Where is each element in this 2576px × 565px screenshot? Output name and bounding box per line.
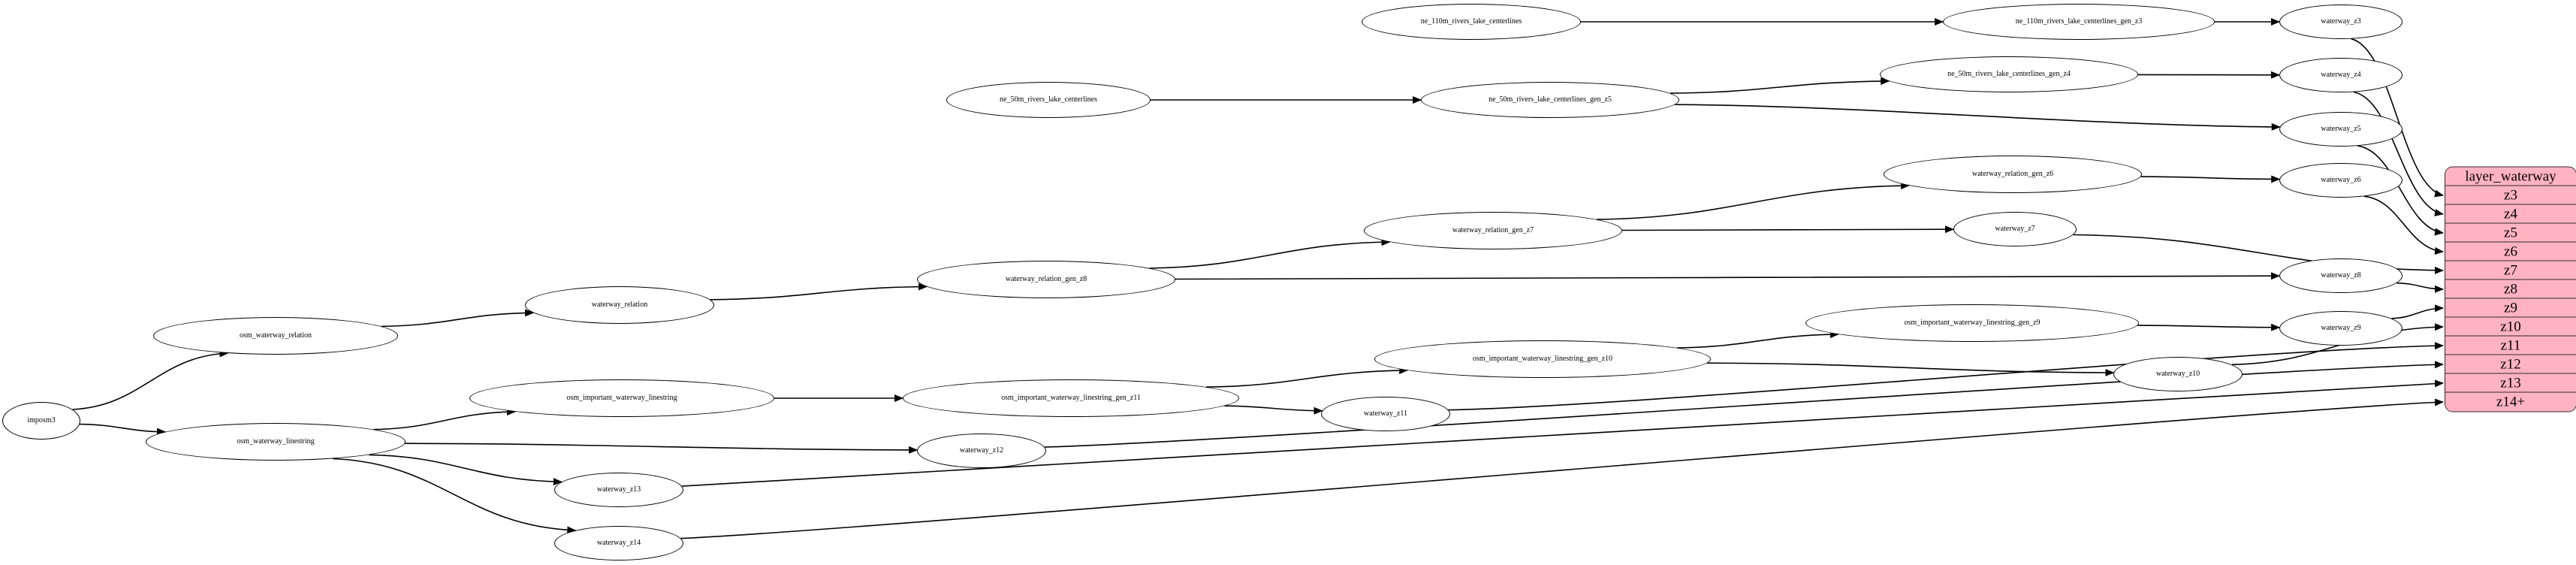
graph-node-waterway_z9[interactable]: waterway_z9 [2279, 311, 2403, 346]
layer-waterway-row-z13[interactable]: z13 [2445, 373, 2576, 393]
graph-node-ne_50m_rivers_lake_centerlines[interactable]: ne_50m_rivers_lake_centerlines [946, 82, 1151, 118]
graph-node-ne_110m_rivers_lake_centerlines_gen_z3[interactable]: ne_110m_rivers_lake_centerlines_gen_z3 [1943, 4, 2215, 40]
layer-waterway-row-z4[interactable]: z4 [2445, 204, 2576, 224]
graph-node-ne_50m_rivers_lake_centerlines_gen_z5[interactable]: ne_50m_rivers_lake_centerlines_gen_z5 [1421, 82, 1679, 118]
graph-node-osm_waterway_linestring[interactable]: osm_waterway_linestring [146, 423, 406, 461]
graph-edge [405, 443, 918, 454]
graph-node-osm_important_waterway_linestring_gen_z9[interactable]: osm_important_waterway_linestring_gen_z9 [1805, 304, 2139, 342]
graph-node-osm_important_waterway_linestring[interactable]: osm_important_waterway_linestring [469, 379, 774, 417]
graph-edge [1676, 331, 1839, 349]
graph-node-ne_50m_rivers_lake_centerlines_gen_z4[interactable]: ne_50m_rivers_lake_centerlines_gen_z4 [1880, 56, 2138, 92]
graph-edge [710, 282, 928, 301]
graph-node-waterway_z14[interactable]: waterway_z14 [554, 526, 683, 560]
graph-node-osm_important_waterway_linestring_gen_z11[interactable]: osm_important_waterway_linestring_gen_z1… [903, 379, 1239, 417]
graph-node-waterway_z12[interactable]: waterway_z12 [917, 434, 1046, 468]
graph-edge [332, 458, 577, 534]
graph-edge [1175, 272, 2280, 280]
graph-node-waterway_z6[interactable]: waterway_z6 [2279, 163, 2403, 198]
graph-edge [1149, 238, 1391, 269]
graph-edge [2391, 304, 2444, 319]
graph-edge [1205, 367, 1409, 388]
layer-waterway-row-z14plus[interactable]: z14+ [2445, 392, 2576, 412]
graph-node-waterway_relation_gen_z7[interactable]: waterway_relation_gen_z7 [1364, 212, 1622, 249]
graph-node-osm_waterway_relation[interactable]: osm_waterway_relation [153, 317, 398, 355]
graph-node-waterway_z3[interactable]: waterway_z3 [2279, 5, 2403, 39]
graph-edge [2363, 195, 2444, 255]
graph-node-waterway_z13[interactable]: waterway_z13 [554, 473, 683, 507]
layer-waterway-row-z9[interactable]: z9 [2445, 298, 2576, 318]
graph-edge [1224, 405, 1323, 415]
graph-edge [680, 398, 2444, 539]
layer-waterway-row-z8[interactable]: z8 [2445, 279, 2576, 299]
graph-node-waterway_z11[interactable]: waterway_z11 [1321, 397, 1450, 431]
graph-edge [1670, 77, 1890, 94]
graph-edge [373, 408, 516, 431]
graph-node-waterway_z10[interactable]: waterway_z10 [2113, 357, 2243, 391]
graph-node-waterway_relation[interactable]: waterway_relation [525, 286, 714, 324]
layer-waterway-row-z5[interactable]: z5 [2445, 223, 2576, 243]
graph-node-waterway_z5[interactable]: waterway_z5 [2279, 112, 2403, 147]
graph-edge [2137, 323, 2281, 331]
graph-edge [1675, 104, 2281, 131]
layer-waterway-row-z3[interactable]: z3 [2445, 186, 2576, 205]
graph-node-imposm3[interactable]: imposm3 [2, 402, 80, 440]
graph-node-ne_110m_rivers_lake_centerlines[interactable]: ne_110m_rivers_lake_centerlines [1362, 4, 1581, 40]
graph-node-waterway_z4[interactable]: waterway_z4 [2279, 58, 2403, 92]
layer-waterway-row-z7[interactable]: z7 [2445, 261, 2576, 280]
layer-waterway-row-z11[interactable]: z11 [2445, 336, 2576, 355]
graph-node-waterway_relation_gen_z6[interactable]: waterway_relation_gen_z6 [1884, 156, 2142, 193]
graph-edge [2140, 175, 2281, 183]
graph-edge [1596, 182, 1911, 220]
layer-waterway-table-header: layer_waterway [2445, 167, 2576, 186]
graph-edge [80, 423, 166, 436]
graph-node-osm_important_waterway_linestring_gen_z10[interactable]: osm_important_waterway_linestring_gen_z1… [1374, 340, 1711, 378]
graph-edge [72, 349, 229, 410]
layer-waterway-row-z10[interactable]: z10 [2445, 317, 2576, 337]
layer-waterway-row-z6[interactable]: z6 [2445, 242, 2576, 261]
graph-node-waterway_relation_gen_z8[interactable]: waterway_relation_gen_z8 [917, 261, 1175, 298]
graph-edge [2397, 282, 2444, 293]
graph-edge [1621, 225, 1954, 234]
graph-edge [1707, 362, 2115, 376]
graph-edge [369, 454, 563, 486]
graph-node-waterway_z8[interactable]: waterway_z8 [2279, 258, 2403, 293]
layer-waterway-row-z12[interactable]: z12 [2445, 355, 2576, 374]
graph-edge [381, 309, 535, 328]
graph-node-waterway_z7[interactable]: waterway_z7 [1953, 212, 2077, 246]
